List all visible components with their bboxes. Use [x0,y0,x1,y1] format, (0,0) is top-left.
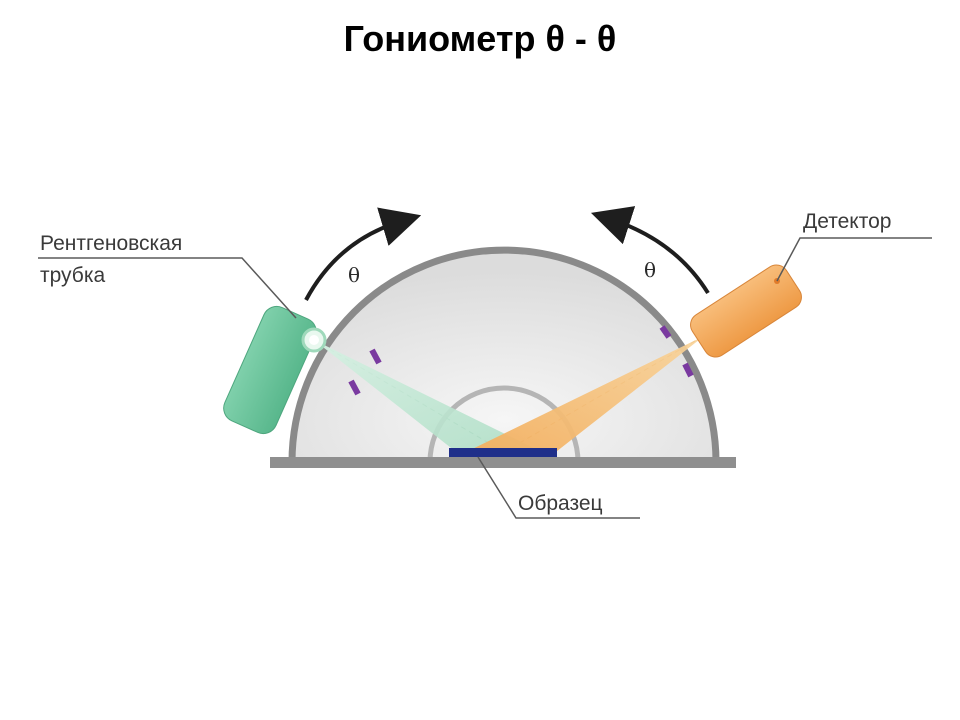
goniometer-rim [288,246,720,463]
page-title: Гониометр θ - θ [343,18,617,59]
tube-leader-line [38,257,297,319]
left-rotation-arrow [304,207,422,301]
detector [690,264,802,358]
sample [449,448,557,457]
base-plate [270,457,736,468]
incident-beam [314,340,548,455]
detector-leader-line [776,237,932,282]
x-ray-tube [223,305,317,435]
detector-slit-lower [682,362,694,378]
detector-label: Детектор [803,210,891,233]
sample-leader-line [477,456,640,519]
theta-left-label: θ [348,263,360,287]
tube-label-line2: трубка [40,264,105,287]
right-rotation-arrow [590,206,710,295]
sample-label: Образец [518,492,603,515]
theta-right-label: θ [644,258,656,282]
detector-slit-upper [659,325,672,339]
tube-slit-upper [369,348,382,365]
tube-label-line1: Рентгеновская [40,232,182,255]
diffracted-beam [460,336,704,455]
tube-slit-lower [348,379,361,396]
